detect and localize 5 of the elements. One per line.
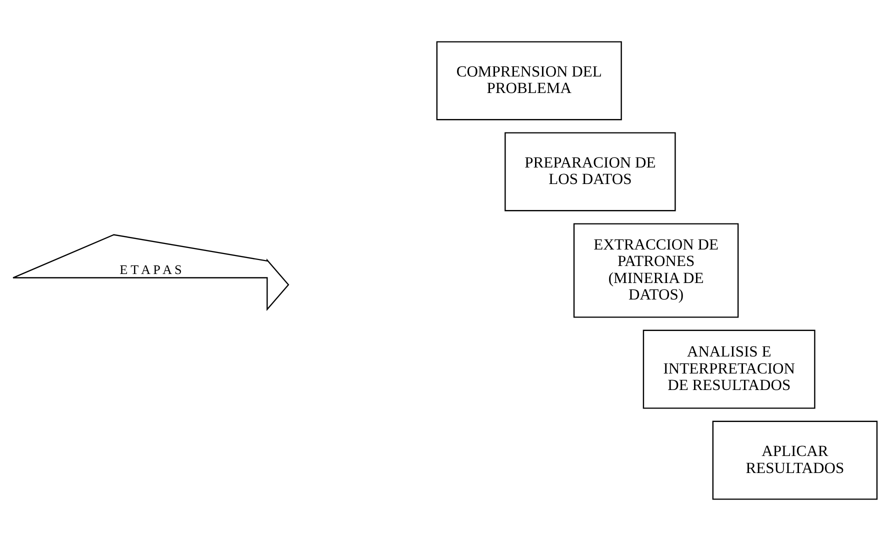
- node-box: ANALISIS E INTERPRETACION DE RESULTADOS: [642, 330, 816, 409]
- node-box: EXTRACCION DE PATRONES (MINERIA DE DATOS): [573, 223, 739, 318]
- node-box: COMPRENSION DEL PROBLEMA: [436, 41, 622, 120]
- node-box: APLICAR RESULTADOS: [712, 420, 878, 500]
- node-box: PREPARACION DE LOS DATOS: [504, 132, 676, 212]
